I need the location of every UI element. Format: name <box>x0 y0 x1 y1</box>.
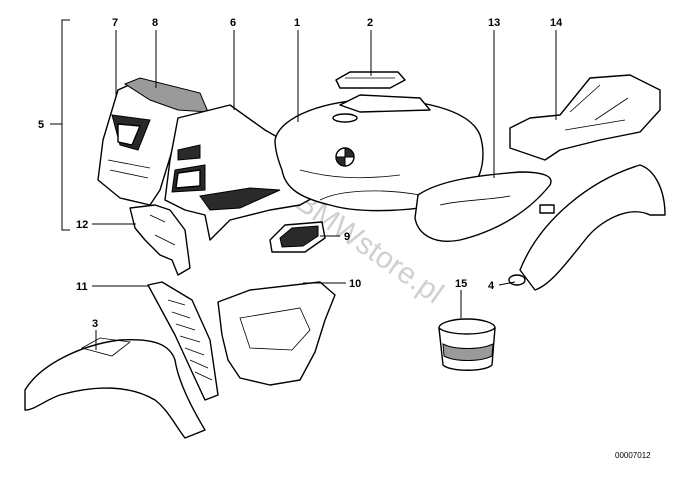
callout-14[interactable]: 14 <box>550 17 563 29</box>
callout-2[interactable]: 2 <box>367 17 373 29</box>
callout-10[interactable]: 10 <box>349 278 361 290</box>
part-seat[interactable] <box>509 74 661 161</box>
callout-13[interactable]: 13 <box>488 17 500 29</box>
callout-9[interactable]: 9 <box>344 231 350 243</box>
callout-1[interactable]: 1 <box>294 17 300 29</box>
group-bracket-5 <box>50 19 70 231</box>
part-air-filter[interactable] <box>438 318 496 371</box>
part-radiator-grille[interactable] <box>147 281 219 401</box>
part-tank-cover[interactable] <box>335 71 406 89</box>
part-trim-cover[interactable] <box>414 171 552 242</box>
callout-6[interactable]: 6 <box>230 17 236 29</box>
part-frame-cover[interactable] <box>217 281 336 386</box>
reference-number: 00007012 <box>615 451 651 460</box>
part-bracket[interactable] <box>129 204 191 276</box>
callout-3[interactable]: 3 <box>92 318 98 330</box>
part-front-mudguard[interactable] <box>24 337 206 439</box>
part-air-duct[interactable] <box>269 221 326 253</box>
callout-15[interactable]: 15 <box>455 278 467 290</box>
leader-4 <box>498 281 516 286</box>
callout-11[interactable]: 11 <box>76 281 88 293</box>
callout-7[interactable]: 7 <box>112 17 118 29</box>
callout-8[interactable]: 8 <box>152 17 158 29</box>
part-fairing-front[interactable] <box>97 77 211 206</box>
callout-12[interactable]: 12 <box>76 219 88 231</box>
callout-4[interactable]: 4 <box>488 280 495 292</box>
callout-5[interactable]: 5 <box>38 119 44 131</box>
part-side-cowl[interactable] <box>164 104 321 241</box>
